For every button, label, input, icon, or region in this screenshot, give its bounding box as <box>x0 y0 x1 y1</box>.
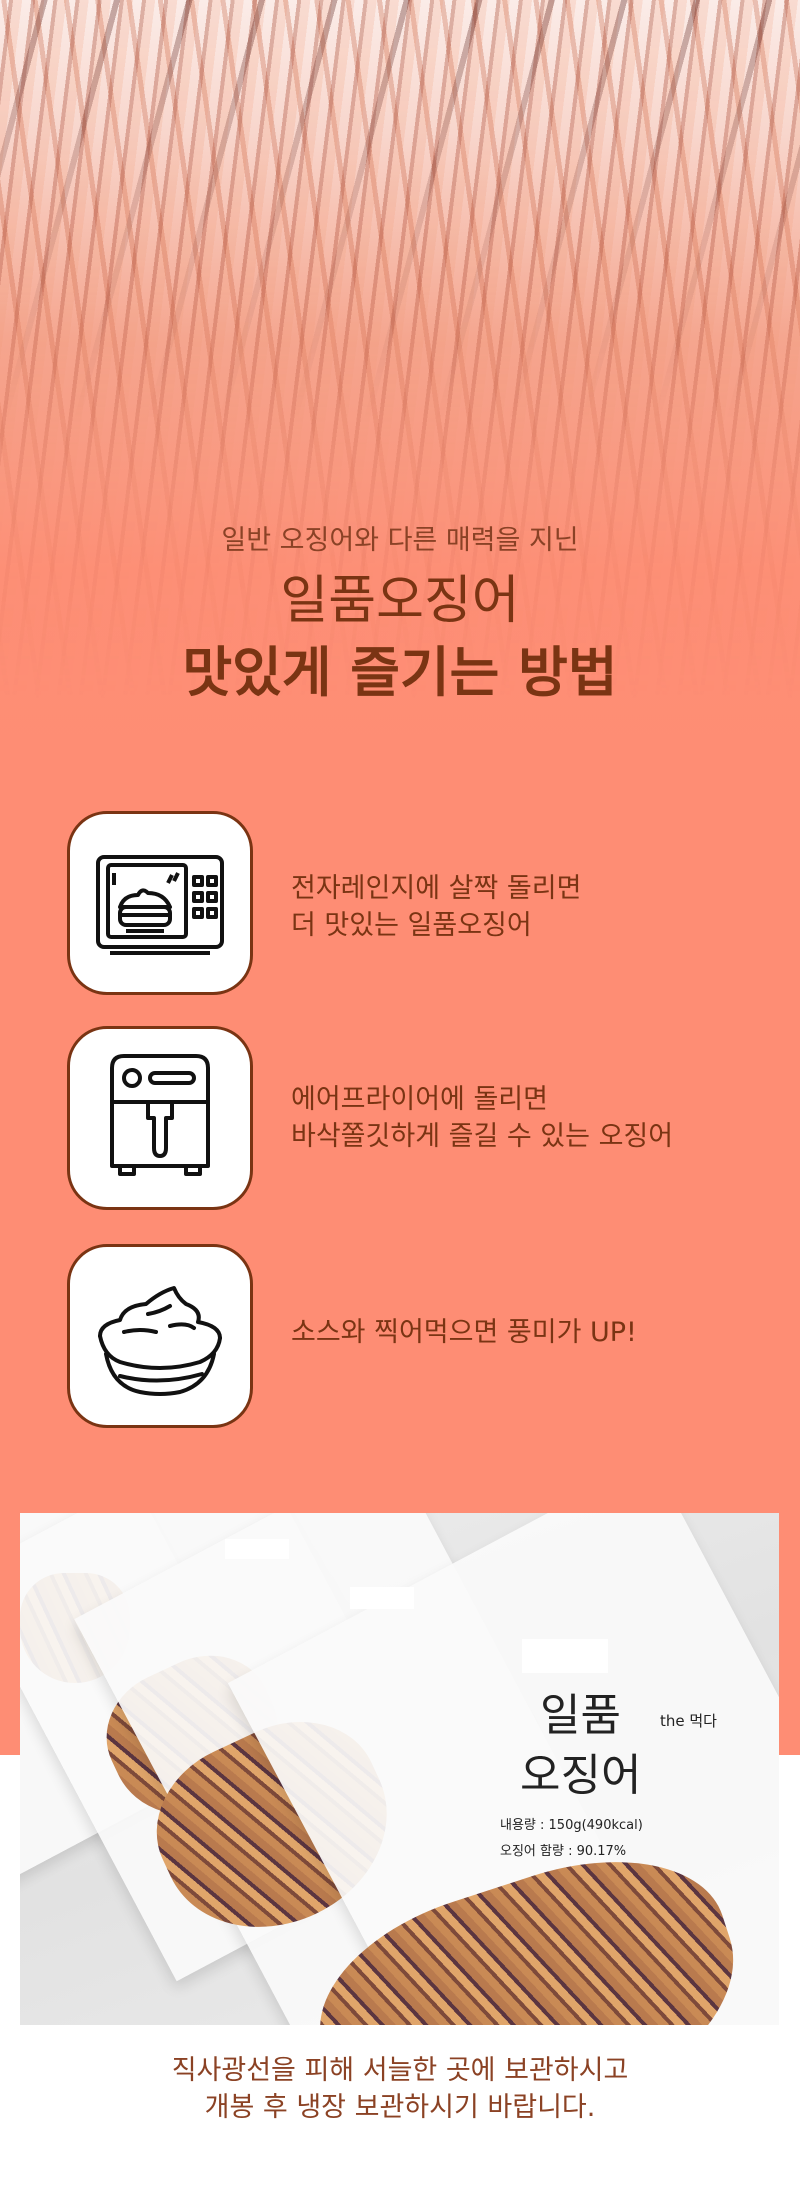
tip-sauce-text: 소스와 찍어먹으면 풍미가 UP! <box>291 1314 637 1351</box>
hero-headline: 맛있게 즐기는 방법 <box>182 641 618 704</box>
hero-title: 일품오징어 <box>280 571 520 631</box>
tip-line: 전자레인지에 살짝 돌리면 <box>291 873 582 904</box>
pack-name-line2: 오징어 <box>520 1750 642 1801</box>
tip-line: 소스와 찍어먹으면 풍미가 UP! <box>291 1317 637 1348</box>
storage-notice-line: 직사광선을 피해 서늘한 곳에 보관하시고 <box>171 2055 629 2086</box>
pack-name-line1: 일품 <box>540 1690 621 1741</box>
hero-subtitle: 일반 오징어와 다른 매력을 지닌 <box>221 525 579 556</box>
tip-line: 에어프라이어에 돌리면 <box>291 1084 548 1115</box>
air-fryer-icon <box>110 1054 210 1176</box>
redaction <box>350 1587 414 1609</box>
hero-squid-image <box>0 0 800 760</box>
pack-content: 내용량 : 150g(490kcal) <box>500 1818 643 1833</box>
tip-air-fryer-card <box>67 1026 253 1210</box>
redaction <box>522 1639 608 1673</box>
storage-notice-line: 개봉 후 냉장 보관하시기 바랍니다. <box>204 2092 596 2123</box>
tip-microwave-text: 전자레인지에 살짝 돌리면 더 맛있는 일품오징어 <box>291 870 581 944</box>
microwave-icon <box>96 855 224 955</box>
storage-notice: 직사광선을 피해 서늘한 곳에 보관하시고 개봉 후 냉장 보관하시기 바랍니다… <box>0 2052 800 2126</box>
sauce-bowl-icon <box>98 1286 222 1396</box>
tip-line: 바삭쫄깃하게 즐길 수 있는 오징어 <box>291 1121 674 1152</box>
product-photo: the 먹다 일품 오징어 내용량 : 150g(490kcal) 오징어 함량… <box>20 1513 779 2025</box>
pack-squid-ratio: 오징어 함량 : 90.17% <box>500 1844 627 1859</box>
tip-line: 더 맛있는 일품오징어 <box>291 910 532 941</box>
tip-air-fryer-text: 에어프라이어에 돌리면 바삭쫄깃하게 즐길 수 있는 오징어 <box>291 1081 673 1155</box>
tip-microwave-card <box>67 811 253 995</box>
pack-brand: the 먹다 <box>660 1712 717 1730</box>
redaction <box>225 1539 289 1559</box>
tip-sauce-card <box>67 1244 253 1428</box>
